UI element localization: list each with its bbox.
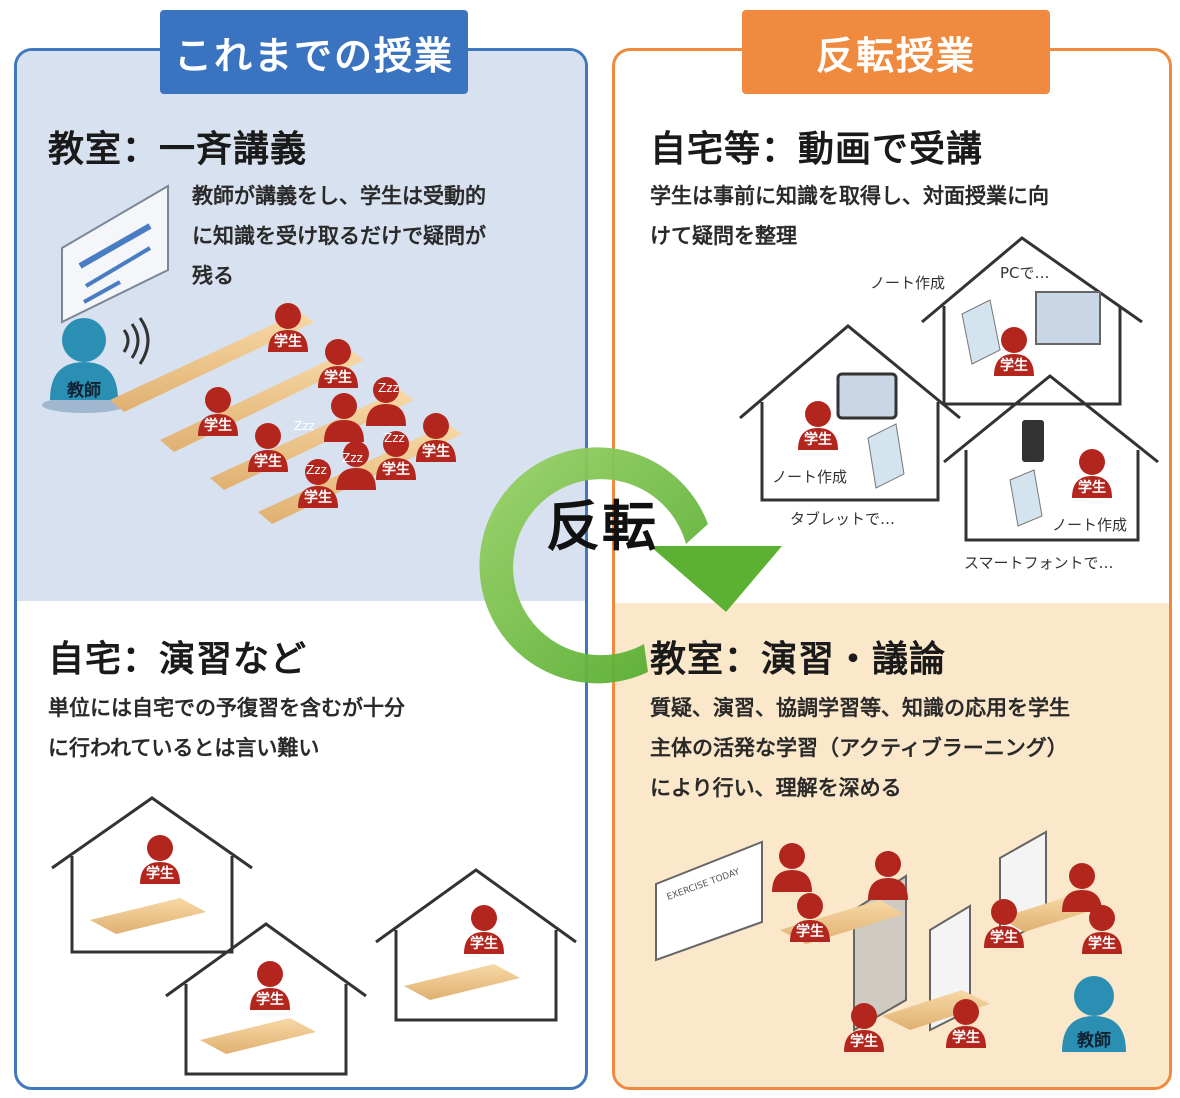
- flipped-home-heading: 自宅等：動画で受講: [650, 129, 984, 170]
- student-label: 学生: [990, 929, 1018, 946]
- smartphone-caption: スマートフォントで…: [964, 554, 1114, 572]
- flip-label: 反転: [546, 495, 658, 558]
- student-label: 学生: [146, 865, 174, 882]
- flipped-house-smartphone: 学生: [943, 374, 1159, 542]
- teacher-label: 教師: [66, 380, 101, 401]
- note-caption: ノート作成: [870, 274, 946, 292]
- student-label: 学生: [304, 489, 332, 506]
- tablet-caption: タブレットで…: [790, 510, 896, 528]
- traditional-home-heading: 自宅：演習など: [48, 639, 308, 680]
- sleep-mark: Zzz: [378, 381, 399, 395]
- flipped-tab-title: 反転授業: [742, 10, 1050, 94]
- sleep-mark: Zzz: [384, 431, 405, 445]
- description-line: に知識を受け取るだけで疑問が: [192, 224, 486, 248]
- traditional-classroom-heading: 教室：一斉講義: [48, 129, 308, 170]
- smartphone-icon: [1022, 420, 1044, 462]
- home-house-1: 学生: [51, 796, 253, 954]
- student-label: 学生: [804, 431, 832, 448]
- student-label: 学生: [1088, 935, 1116, 952]
- description-line: 質疑、演習、協調学習等、知識の応用を学生: [650, 696, 1070, 720]
- description-line: 主体の活発な学習（アクティブラーニング）: [650, 736, 1068, 760]
- flipped-home-description: 学生は事前に知識を取得し、対面授業に向 けて疑問を整理: [650, 176, 1049, 256]
- student-label: 学生: [1078, 479, 1106, 496]
- laptop-icon: [1035, 291, 1101, 345]
- home-house-3: 学生: [375, 868, 577, 1022]
- sleep-mark: Zzz: [342, 451, 363, 465]
- description-line: けて疑問を整理: [650, 224, 797, 248]
- traditional-home-description: 単位には自宅での予復習を含むが十分 に行われているとは言い難い: [48, 688, 405, 768]
- description-line: 教師が講義をし、学生は受動的: [192, 184, 486, 208]
- teacher-label: 教師: [1076, 1030, 1111, 1051]
- tablet-icon: [836, 372, 898, 420]
- student-label: 学生: [422, 443, 450, 460]
- student-label: 学生: [274, 333, 302, 350]
- description-line: 単位には自宅での予復習を含むが十分: [48, 696, 405, 720]
- sleep-marks: Zzz Zzz Zzz Zzz Zzz: [294, 381, 405, 477]
- lecture-screen: [61, 184, 169, 324]
- group-student-labels: 学生 学生 学生 学生 学生: [796, 923, 1116, 1050]
- exercise-whiteboard: EXERCISE TODAY: [655, 840, 763, 962]
- flipped-classroom-description: 質疑、演習、協調学習等、知識の応用を学生 主体の活発な学習（アクティブラーニング…: [650, 688, 1070, 808]
- teacher-figure: 教師: [42, 318, 126, 413]
- note-caption: ノート作成: [1052, 516, 1128, 534]
- home-house-2: 学生: [165, 922, 367, 1076]
- student-label: 学生: [796, 923, 824, 940]
- student-label: 学生: [382, 461, 410, 478]
- traditional-classroom-description: 教師が講義をし、学生は受動的 に知識を受け取るだけで疑問が 残る: [192, 176, 486, 296]
- note-caption: ノート作成: [772, 468, 848, 486]
- traditional-tab-title: これまでの授業: [160, 10, 468, 94]
- student-label: 学生: [324, 369, 352, 386]
- student-label: 学生: [254, 453, 282, 470]
- student-label: 学生: [850, 1033, 878, 1050]
- student-label: 学生: [1000, 357, 1028, 374]
- flipped-teacher-figure: 教師: [1062, 976, 1126, 1052]
- description-line: に行われているとは言い難い: [48, 736, 320, 760]
- lecture-student-labels: 学生 学生 学生 学生 学生 学生 学生: [204, 333, 450, 506]
- sleep-mark: Zzz: [294, 419, 315, 433]
- description-line: 残る: [192, 264, 234, 288]
- description-line: により行い、理解を深める: [650, 776, 902, 800]
- flipped-classroom-heading: 教室：演習・議論: [650, 639, 947, 680]
- student-label: 学生: [256, 991, 284, 1008]
- pc-caption: PCで…: [1000, 264, 1050, 282]
- sound-wave-icon: [122, 317, 150, 365]
- flipped-house-pc: 学生: [921, 236, 1143, 406]
- student-label: 学生: [952, 1029, 980, 1046]
- student-label: 学生: [204, 417, 232, 434]
- flipped-house-tablet: 学生: [739, 324, 961, 502]
- flip-arrow-icon: [479, 447, 782, 684]
- student-label: 学生: [470, 935, 498, 952]
- sleep-mark: Zzz: [306, 463, 327, 477]
- description-line: 学生は事前に知識を取得し、対面授業に向: [650, 184, 1049, 208]
